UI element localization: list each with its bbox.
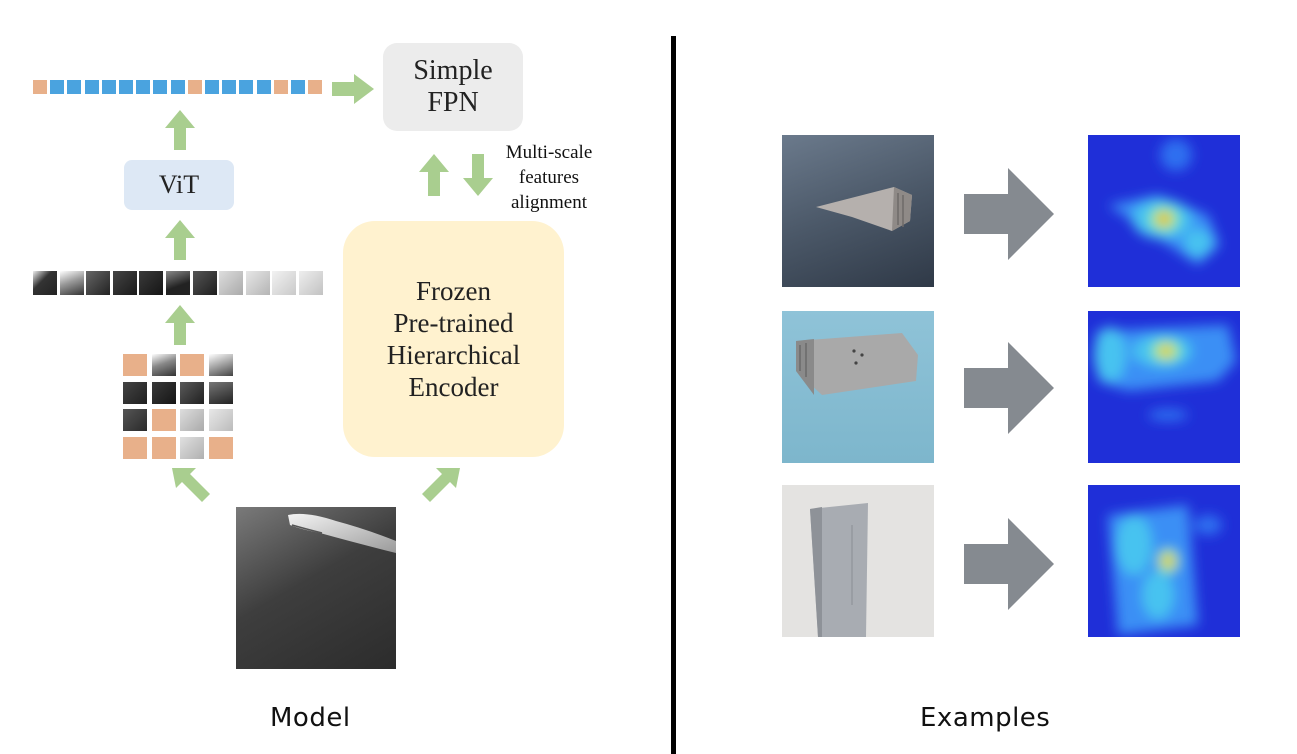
arrow-diagonal-icon: [422, 468, 460, 502]
example-input-photo: [782, 311, 934, 463]
image-patch: [208, 409, 233, 431]
arrow-diagonal-icon: [172, 468, 210, 502]
visible-token: [136, 80, 151, 94]
image-patch: [151, 381, 176, 404]
example-heatmap: [1088, 311, 1240, 463]
fpn-label-line1: Simple: [413, 55, 493, 86]
image-patch: [33, 271, 57, 295]
image-patch: [219, 271, 244, 295]
image-patch: [299, 271, 323, 295]
alignment-line3: alignment: [511, 192, 587, 213]
image-patch: [59, 271, 84, 295]
model-caption: Model: [270, 703, 351, 733]
examples-panel: Examples: [680, 0, 1297, 754]
masked-token: [33, 80, 47, 94]
image-patch: [86, 271, 111, 295]
examples-caption: Examples: [920, 703, 1051, 733]
image-patch: [180, 381, 204, 404]
alignment-line2: features: [518, 167, 580, 188]
visible-token: [170, 80, 185, 94]
arrow-right-icon: [964, 168, 1054, 260]
image-patch: [272, 271, 297, 295]
masked-patch: [208, 436, 233, 459]
encoder-line1: Frozen: [416, 276, 491, 306]
arrow-right-icon: [964, 518, 1054, 610]
masked-patch: [151, 409, 176, 431]
visible-token: [256, 80, 271, 94]
fpn-label-line2: FPN: [427, 87, 479, 118]
example-input-photo: [782, 135, 934, 287]
encoder-line3: Hierarchical: [386, 340, 521, 370]
image-patch: [139, 271, 164, 295]
visible-token: [101, 80, 116, 94]
input-image: [236, 507, 396, 669]
masked-token: [308, 80, 323, 94]
visible-token: [84, 80, 99, 94]
masked-patch: [180, 354, 204, 376]
simple-fpn-box: Simple FPN: [383, 43, 523, 131]
masked-token: [273, 80, 288, 94]
arrow-down-icon: [463, 154, 493, 196]
image-patch: [180, 436, 204, 459]
visible-token: [239, 80, 254, 94]
vit-box: ViT: [124, 160, 234, 210]
masked-patch: [123, 436, 147, 459]
masked-token: [187, 80, 202, 94]
visible-token: [50, 80, 65, 94]
token-sequence: [33, 80, 333, 95]
image-patch: [123, 409, 147, 431]
visible-token: [153, 80, 168, 94]
encoder-line4: Encoder: [408, 372, 499, 402]
panel-divider: [671, 36, 676, 754]
visible-token: [119, 80, 133, 94]
image-patch: [166, 271, 190, 295]
visible-token: [67, 80, 82, 94]
visible-token: [291, 80, 305, 94]
example-input-photo: [782, 485, 934, 637]
image-patch: [123, 381, 147, 404]
image-patch: [180, 409, 204, 431]
image-patch: [245, 271, 270, 295]
arrow-up-icon: [165, 305, 195, 345]
frozen-encoder-box: Frozen Pre-trained Hierarchical Encoder: [343, 221, 564, 457]
arrow-up-icon: [419, 154, 449, 196]
image-patch: [151, 354, 176, 376]
example-heatmap: [1088, 135, 1240, 287]
patch-sequence: [33, 271, 328, 295]
model-panel: Simple FPN ViT: [33, 43, 612, 733]
masked-patch: [123, 354, 147, 376]
arrow-up-icon: [165, 110, 195, 150]
arrow-up-icon: [165, 220, 195, 260]
alignment-label: Multi-scale features alignment: [486, 140, 612, 215]
image-patch: [208, 354, 233, 376]
visible-token: [222, 80, 237, 94]
image-patch: [192, 271, 217, 295]
encoder-line2: Pre-trained: [393, 308, 514, 338]
alignment-line1: Multi-scale: [505, 142, 593, 163]
blade-edge-icon: [288, 513, 396, 553]
masked-patch-grid: [123, 354, 233, 459]
example-heatmap: [1088, 485, 1240, 637]
image-patch: [112, 271, 137, 295]
image-patch: [208, 381, 233, 404]
arrow-right-icon: [964, 342, 1054, 434]
visible-token: [205, 80, 219, 94]
arrow-right-icon: [332, 74, 374, 104]
vit-label: ViT: [158, 170, 200, 199]
masked-patch: [151, 436, 176, 459]
